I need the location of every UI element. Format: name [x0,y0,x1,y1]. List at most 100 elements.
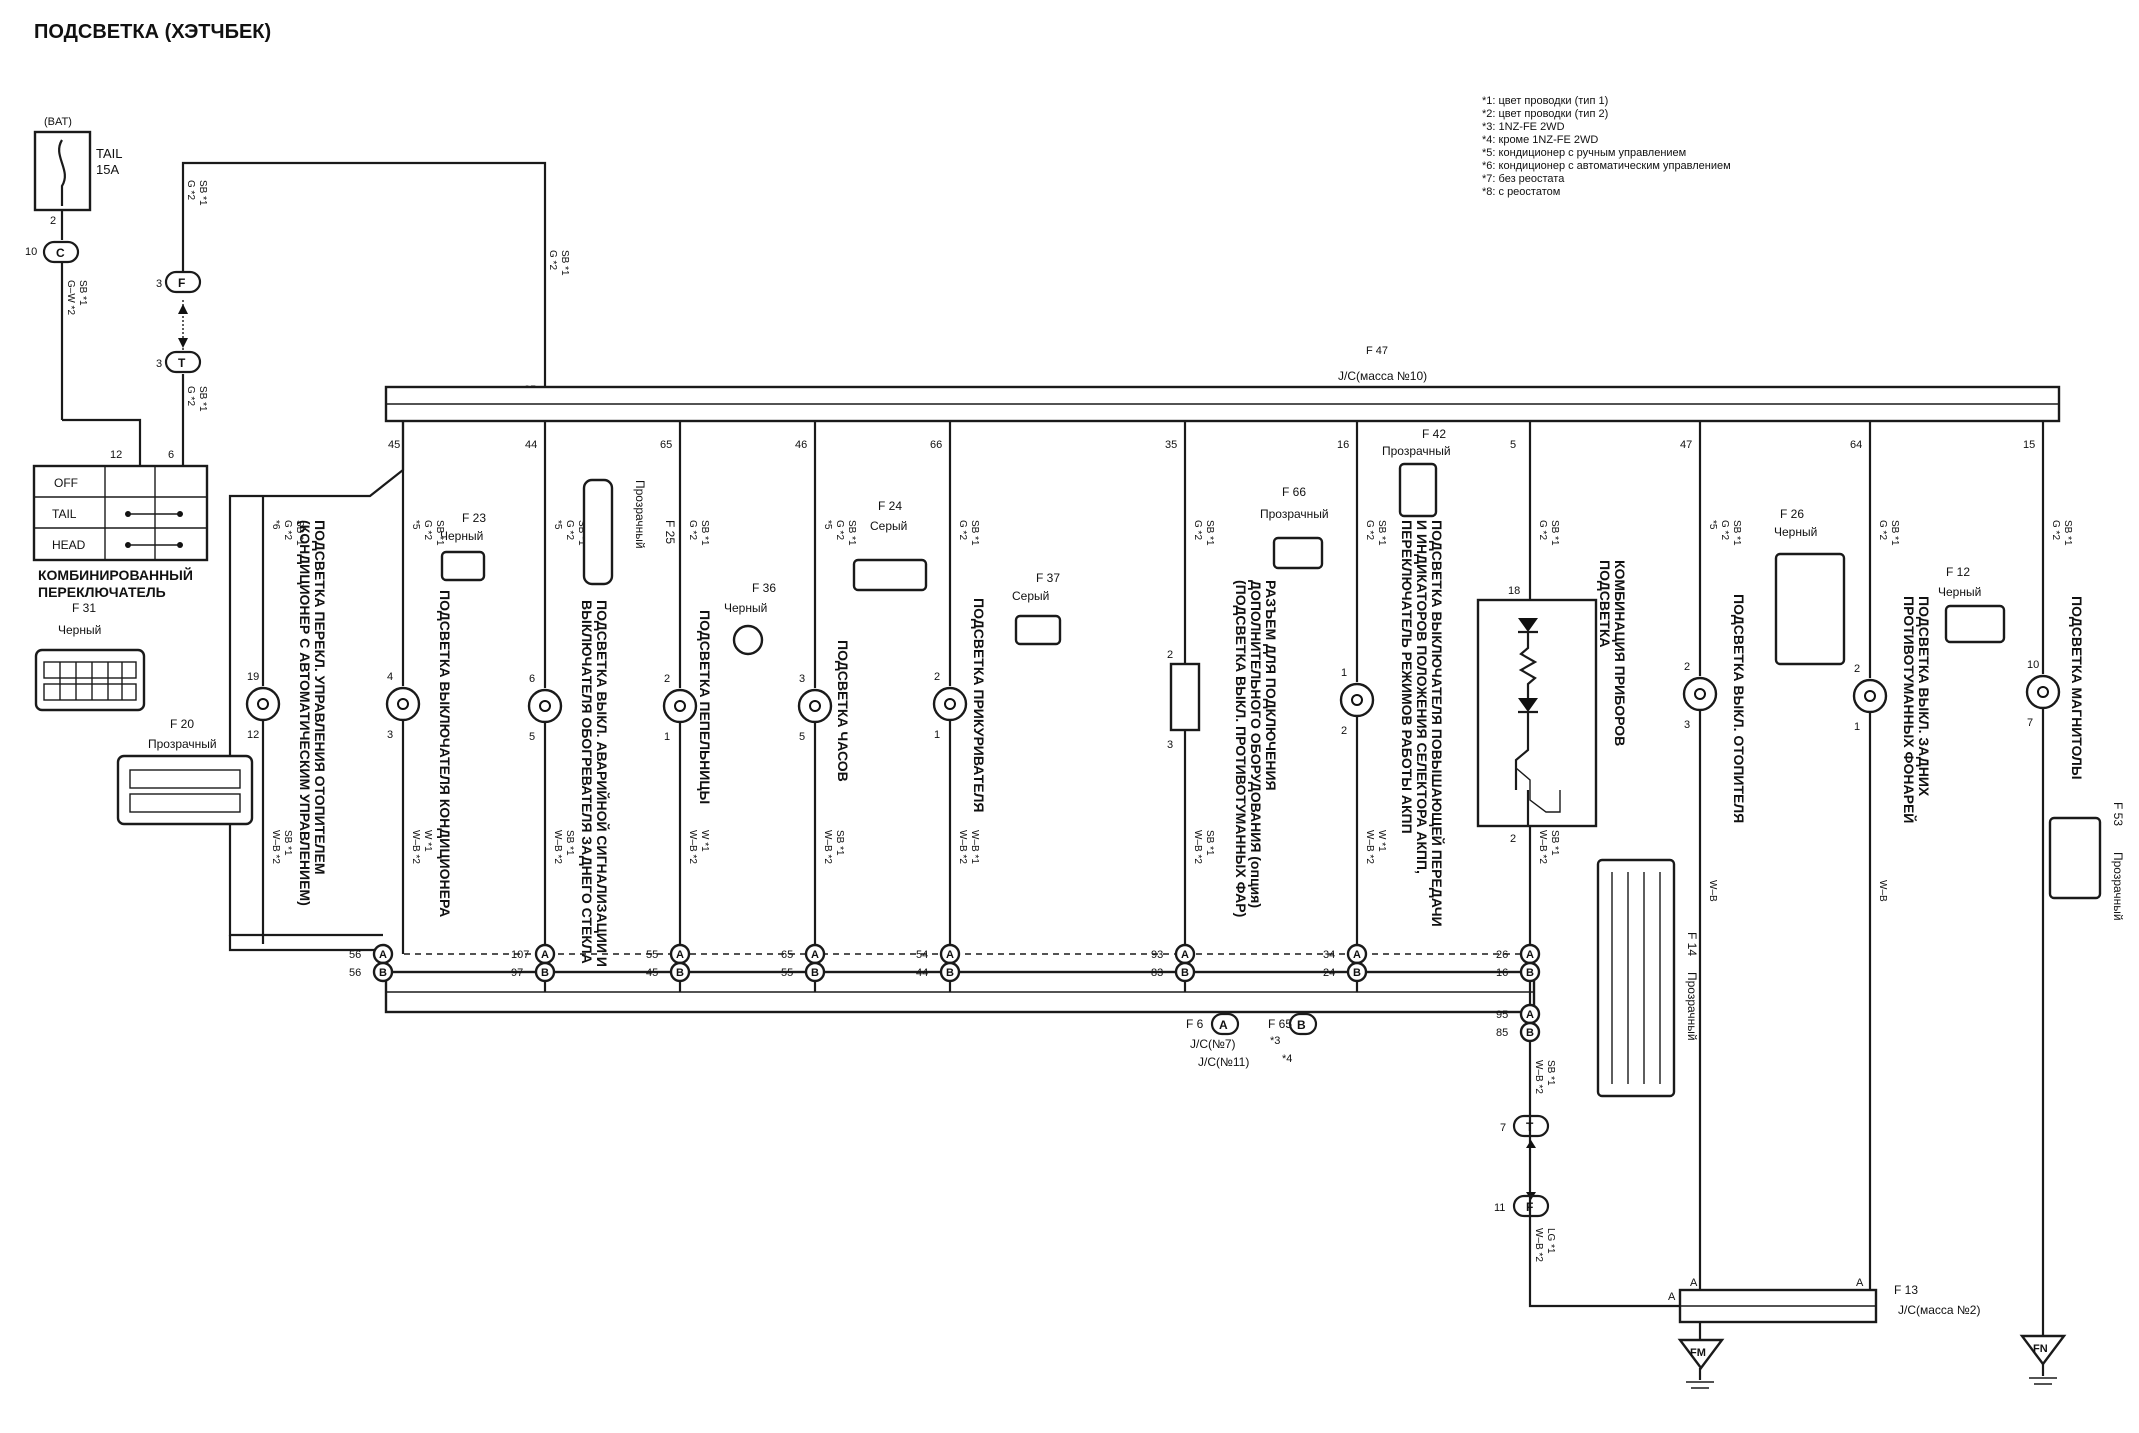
branch-8-wire-top-1: G *2 [1537,520,1548,540]
note-4: *4: кроме 1NZ-FE 2WD [1482,134,1598,146]
branch-10-label-0: ПОДСВЕТКА ВЫКЛ. ЗАДНИХ [1916,596,1932,797]
branch-7-pin-out: 2 [1341,725,1347,737]
svg-text:F 26: F 26 [1780,507,1804,521]
svg-text:7: 7 [1500,1122,1506,1134]
svg-text:B: B [946,967,954,979]
svg-text:F 37: F 37 [1036,571,1060,585]
branch-10-wire-bot-0: W–B [1877,880,1888,902]
jc-bottom-label: J/C(масса №2) [1898,1303,1980,1317]
branch-1-wire-top-1: G *2 [422,520,433,540]
branch-4-wire-bot-1: W–B *2 [822,830,833,864]
branch-8-pin-out: 2 [1510,833,1516,845]
svg-text:F 24: F 24 [878,499,902,513]
branch-9-lamp-icon [1682,676,1718,712]
branch-0-label-0: ПОДСВЕТКА ПЕРЕКЛ. УПРАВЛЕНИЯ ОТОПИТЕЛЕМ [312,520,328,874]
switch-pos-off: OFF [54,476,78,490]
branch-7-label-1: И ИНДИКАТОРОВ ПОЛОЖЕНИЯ СЕЛЕКТОРА АКПП, [1414,520,1430,874]
branch-2-wire-top-0: SB *1 [576,520,587,546]
branch-6-label-0: РАЗЪЕМ ДЛЯ ПОДКЛЮЧЕНИЯ [1263,580,1279,791]
branch-3-jc-b-pin: 45 [646,967,658,979]
svg-text:G *2: G *2 [547,250,558,270]
branch-1-pin-in: 4 [387,671,393,683]
branch-0-pin-out: 12 [247,729,259,741]
connector-f31-icon [34,648,146,712]
branch-6-pin-in: 2 [1167,649,1173,661]
branch-8-label-1: ПОДСВЕТКА [1597,560,1613,648]
connector-f53: F 53 Прозрачный [2048,802,2125,921]
branch-11-pin-top: 15 [2023,439,2035,451]
branch-4-wire-top-1: G *2 [834,520,845,540]
connector-f36: F 36 Черный [724,581,776,656]
branch-4-jc-b-pin: 55 [781,967,793,979]
svg-text:FM: FM [1690,1347,1706,1359]
branch-5-pin-in: 2 [934,671,940,683]
svg-text:B: B [379,967,387,979]
svg-text:3: 3 [156,358,162,370]
jc-bottom-ref: F 13 [1894,1283,1918,1297]
branch-7-wire-bot-0: W *1 [1376,830,1387,852]
branch-10-lamp-icon [1852,678,1888,714]
branch-7-wire-top-0: SB *1 [1376,520,1387,546]
svg-text:Черный: Черный [440,529,483,543]
branch-1-wire-bot-0: W *1 [422,830,433,852]
branch-4-label-0: ПОДСВЕТКА ЧАСОВ [835,640,851,782]
branch-11-pin-out: 7 [2027,717,2033,729]
branch-7-pin-top: 16 [1337,439,1349,451]
branch-5-label-0: ПОДСВЕТКА ПРИКУРИВАТЕЛЯ [971,598,987,812]
branch-8-jc-d [1519,1021,1541,1043]
svg-text:A: A [1353,949,1361,961]
branch-0-pin-in: 19 [247,671,259,683]
svg-text:Серый: Серый [870,519,907,533]
branch-0-wire-top-0: SB *1 [294,520,305,546]
branch-2-label-1: ВЫКЛЮЧАТЕЛЯ ОБОГРЕВАТЕЛЯ ЗАДНЕГО СТЕКЛА [579,600,595,964]
svg-text:A: A [1526,949,1534,961]
fuse-rating: 15A [96,162,119,177]
svg-text:F: F [178,276,185,290]
branch-3-wire-bot-1: W–B *2 [687,830,698,864]
svg-text:*3: *3 [1270,1035,1280,1047]
branch-6-wire-bot-1: W–B *2 [1192,830,1203,864]
svg-text:B: B [1526,967,1534,979]
svg-text:J/C(№11): J/C(№11) [1198,1055,1249,1069]
jc-top-ref: F 47 [1366,345,1388,357]
branch-3-pin-top: 65 [660,439,672,451]
branch-8-jc-a-pin: 26 [1496,949,1508,961]
connector-f66: F 66 Прозрачный [1260,485,1329,570]
svg-text:Прозрачный: Прозрачный [2111,852,2125,921]
branch-0-jc-a-pin: 56 [349,949,361,961]
branch-1-label-0: ПОДСВЕТКА ВЫКЛЮЧАТЕЛЯ КОНДИЦИОНЕРА [437,590,453,917]
svg-text:Прозрачный: Прозрачный [633,480,647,549]
svg-text:J/C(№7): J/C(№7) [1190,1037,1236,1051]
branch-5-wire-top-0: SB *1 [969,520,980,546]
svg-text:F 6: F 6 [1186,1017,1204,1031]
branch-8-label-0: КОМБИНАЦИЯ ПРИБОРОВ [1612,560,1628,746]
branch-9-wire-top-0: SB *1 [1731,520,1742,546]
svg-text:F 20: F 20 [170,717,194,731]
svg-text:A: A [1181,949,1189,961]
branch-1-lamp-icon [385,686,421,722]
branch-2-wire-top-1: G *2 [564,520,575,540]
svg-text:LG *1: LG *1 [1545,1228,1556,1254]
connector-t-bottom: 7 T [1500,1114,1550,1138]
svg-text:Серый: Серый [1012,589,1049,603]
branch-9-wire-top-2: *5 [1707,520,1718,530]
note-3: *3: 1NZ-FE 2WD [1482,121,1565,133]
branch-7-wire-bot-1: W–B *2 [1364,830,1375,864]
connector-f23: F 23 Черный [440,511,486,582]
note-2: *2: цвет проводки (тип 2) [1482,108,1608,120]
branch-1-wire-bot-1: W–B *2 [410,830,421,864]
svg-text:A: A [379,949,387,961]
branch-2-wire-top-2: *5 [552,520,563,530]
connector-f-upper: 3 F [156,270,202,294]
svg-text:10: 10 [25,246,37,258]
svg-text:C: C [56,246,65,260]
branch-6-label-2: (ПОДСВЕТКА ВЫКЛ. ПРОТИВОТУМАННЫХ ФАР) [1233,580,1249,917]
svg-text:B: B [676,967,684,979]
branch-8-jc-b-pin: 16 [1496,967,1508,979]
